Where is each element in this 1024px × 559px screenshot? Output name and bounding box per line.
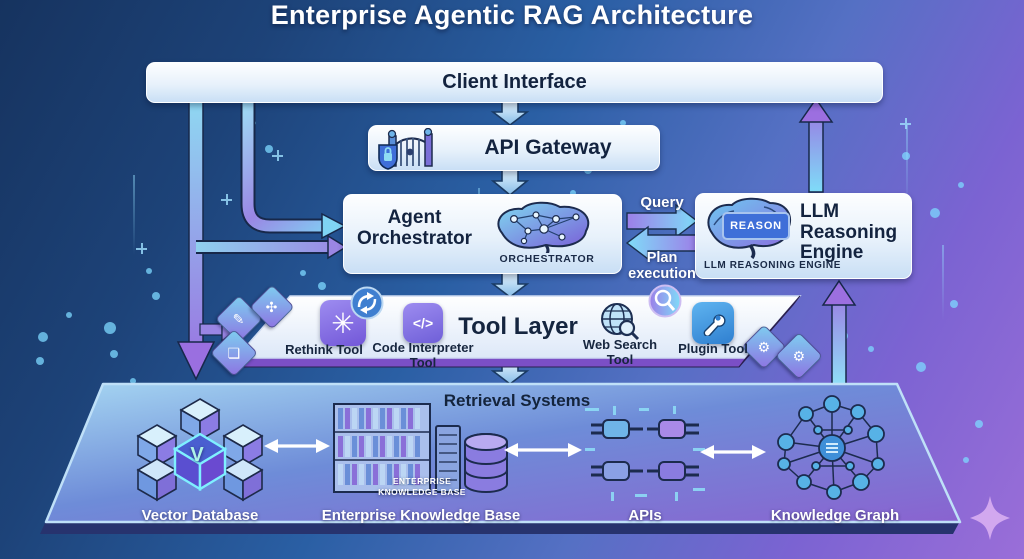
magnifier-badge-icon [648, 284, 682, 318]
decor-dot [930, 208, 940, 218]
decor-dot [36, 357, 44, 365]
retrieval-title: Retrieval Systems [443, 391, 591, 410]
knowledge-graph-label: Knowledge Graph [770, 507, 900, 524]
web-search-label: Web Search Tool [582, 337, 658, 367]
decor-dot [265, 145, 273, 153]
wrench-glyph [703, 314, 726, 336]
vector-v-glyph: V [190, 444, 204, 466]
rethink-tool-label: Rethink Tool [285, 342, 363, 357]
code-interpreter-label: Code Interpreter Tool [372, 340, 474, 370]
client-interface-label: Client Interface [442, 71, 587, 93]
vector-database-label: Vector Database [141, 507, 259, 524]
decor-dot [868, 346, 874, 352]
llm-caption: LLM REASONING ENGINE [704, 260, 842, 271]
code-glyph: </> [412, 315, 434, 331]
arrow-plan-execution [625, 225, 698, 261]
vector-database-icon [136, 398, 264, 502]
sparkle-icon [970, 496, 1010, 540]
orchestrator-brain-icon [497, 201, 590, 253]
decor-line [906, 125, 908, 210]
plan-execution-label: Plan execution [628, 250, 696, 283]
decor-dot [950, 300, 958, 308]
api-gateway-label: API Gateway [484, 136, 612, 159]
knowledge-graph-icon [777, 395, 885, 500]
decor-dot [300, 270, 306, 276]
decor-dot [130, 378, 136, 384]
decor-dot [963, 457, 969, 463]
orchestrator-caption: ORCHESTRATOR [499, 253, 595, 265]
arrow-client-to-orchestrator [196, 98, 348, 260]
llm-engine-node: REASON LLM Reasoning Engine LLM REASONIN… [695, 193, 912, 279]
decor-dot [146, 268, 152, 274]
client-interface-node: Client Interface [146, 62, 883, 103]
decor-dot [152, 292, 160, 300]
sync-arrows-icon [350, 286, 384, 320]
knowledge-base-caption: ENTERPRISE KNOWLEDGE BASE [378, 476, 466, 497]
code-interpreter-icon: </> [403, 303, 443, 343]
decor-dot [975, 420, 983, 428]
arrow-llm-to-client [798, 97, 834, 193]
llm-engine-label: LLM Reasoning Engine [800, 201, 898, 264]
decor-dot [66, 312, 72, 318]
decor-cross [136, 243, 147, 254]
decor-dot [104, 322, 116, 334]
gate-icon [378, 128, 433, 170]
decor-cross [221, 194, 232, 205]
decor-dot [38, 332, 48, 342]
apis-icon [585, 406, 705, 501]
decor-dot [110, 350, 118, 358]
decor-dot [916, 362, 926, 372]
web-search-icon [601, 303, 640, 341]
knowledge-base-label: Enterprise Knowledge Base [321, 507, 521, 524]
decor-line [133, 175, 135, 255]
tool-layer-title: Tool Layer [458, 313, 578, 340]
decor-cross [900, 118, 911, 129]
decor-dot [620, 120, 626, 126]
api-gateway-node: API Gateway [368, 125, 660, 171]
decor-cross [272, 150, 283, 161]
decor-line [942, 245, 944, 320]
plugin-tool-icon [692, 302, 734, 344]
decor-dot [570, 190, 576, 196]
plugin-tool-label: Plugin Tool [678, 341, 748, 356]
decor-dot [318, 282, 326, 290]
decor-dot [902, 152, 910, 160]
apis-label: APIs [628, 507, 662, 524]
agent-orchestrator-label: Agent Orchestrator [356, 207, 473, 249]
query-label: Query [640, 194, 684, 211]
decor-dot [958, 182, 964, 188]
knowledge-base-icon [333, 403, 508, 493]
arrow-retrieval-to-llm [821, 279, 857, 389]
rethink-glyph: ✳ [331, 307, 355, 339]
agent-orchestrator-node: Agent Orchestrator ORCHESTRATOR [343, 194, 622, 274]
reason-badge: REASON [722, 212, 790, 240]
